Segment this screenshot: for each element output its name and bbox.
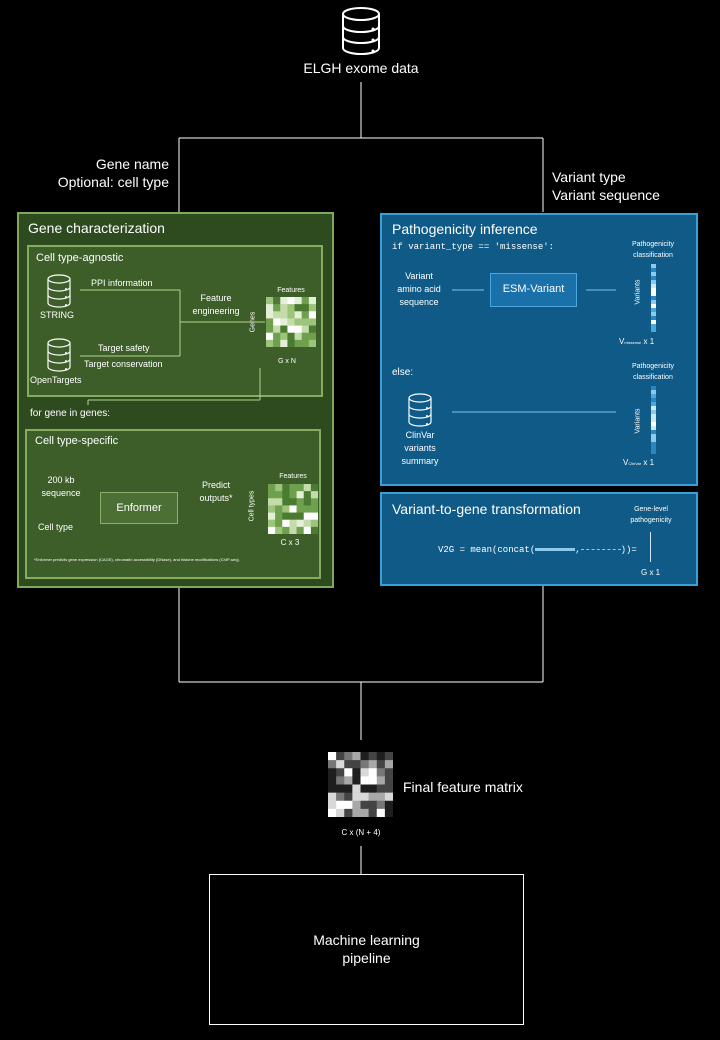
celltype-feature-matrix	[268, 484, 318, 534]
gene-level-dim: G x 1	[641, 568, 661, 577]
gene-level-vector	[650, 532, 651, 562]
v2g-formula-mid: ,	[575, 545, 581, 555]
pathogenicity-title: Pathogenicity inference	[392, 221, 538, 237]
gene-feature-matrix	[266, 297, 316, 347]
classification2-line1: Pathogenicity	[631, 363, 675, 370]
gene-characterization-title: Gene characterization	[28, 220, 165, 236]
clinvar-dim-main: V	[623, 458, 629, 467]
esm-variant-box	[490, 273, 577, 307]
v2g-formula-start: V2G = mean(concat(	[438, 545, 536, 555]
ml-pipeline-line2: pipeline	[342, 950, 391, 966]
database-icon	[340, 6, 382, 56]
predict-line1: Predict	[201, 480, 230, 490]
missense-score-vector	[651, 264, 656, 332]
features-label-agnostic: Features	[277, 287, 305, 294]
final-feature-matrix	[328, 752, 393, 817]
missense-dim-main: V	[619, 337, 625, 346]
enformer-footnote: *Enformer predicts gene expression (CAGE…	[34, 557, 240, 562]
variants2-axis-label: Variants	[634, 408, 642, 434]
string-label: STRING	[40, 310, 75, 320]
missense-vector-inline	[535, 548, 576, 552]
left-input-line1: Gene name	[95, 156, 169, 172]
loop-label: for gene in genes:	[30, 408, 111, 419]
enformer-label: Enformer	[116, 502, 162, 514]
esm-variant-label: ESM-Variant	[502, 283, 565, 295]
ppi-label: PPI information	[91, 278, 153, 288]
enformer-box	[100, 492, 178, 524]
feature-engineering-line1: Feature	[200, 293, 232, 303]
cell-type-specific-title: Cell type-specific	[35, 435, 119, 447]
ml-pipeline-line1: Machine learning	[313, 932, 420, 948]
string-database-icon	[46, 274, 72, 308]
opentargets-database-icon	[46, 338, 72, 372]
gene-level-line2: pathogenicity	[630, 517, 672, 524]
variant-to-gene-panel	[380, 492, 698, 586]
else-label: else:	[392, 367, 414, 378]
clinvar-database-icon	[407, 393, 433, 427]
v2g-title: Variant-to-gene transformation	[392, 501, 581, 517]
clinvar-line1: ClinVar	[405, 430, 435, 440]
missense-dim-sub: missense	[624, 340, 642, 345]
variants1-axis-label: Variants	[634, 279, 642, 305]
database-label: ELGH exome data	[303, 60, 419, 76]
feature-engineering-line2: engineering	[192, 306, 240, 316]
sequence-line1: 200 kb	[47, 475, 75, 485]
ml-pipeline-box	[209, 874, 524, 1025]
variant-line1: Variant	[405, 271, 433, 281]
variant-line2: amino acid	[397, 284, 441, 294]
clinvar-dim-tail: x 1	[641, 458, 655, 467]
right-input-line2: Variant sequence	[552, 187, 660, 203]
sequence-line2: sequence	[41, 488, 81, 498]
clinvar-score-vector	[651, 386, 656, 454]
missense-dim-tail: x 1	[641, 337, 655, 346]
features-label-specific: Features	[279, 473, 307, 480]
predict-line2: outputs*	[199, 493, 233, 503]
v2g-formula: V2G = mean(concat(, ))=	[438, 545, 637, 555]
pathogenicity-inference-panel	[380, 213, 698, 486]
gene-matrix-dim: G x N	[278, 358, 296, 365]
final-matrix-dim: C x (N + 4)	[341, 828, 381, 837]
cell-type-input-label: Cell type	[38, 522, 74, 532]
celltype-matrix-dim: C x 3	[280, 538, 300, 547]
missense-dim: Vmissense x 1	[619, 337, 654, 347]
left-input-line2: Optional: cell type	[57, 174, 169, 190]
clinvar-line2: variants	[404, 443, 436, 453]
clinvar-dim-sub: ClinVar	[628, 461, 642, 466]
if-missense-label: if variant_type == 'missense':	[392, 242, 555, 252]
clinvar-vector-inline	[580, 548, 621, 551]
final-matrix-label: Final feature matrix	[403, 779, 523, 795]
right-input-line1: Variant type	[552, 169, 626, 185]
classification1-line1: Pathogenicity	[631, 241, 675, 248]
variant-line3: sequence	[399, 297, 439, 307]
classification2-line2: classification	[633, 374, 673, 381]
clinvar-dim: VClinVar x 1	[623, 458, 654, 468]
v2g-formula-end: ))=	[620, 545, 637, 555]
opentargets-label: OpenTargets	[30, 375, 82, 385]
cell-type-agnostic-title: Cell type-agnostic	[36, 252, 124, 264]
target-safety-label: Target safety	[98, 343, 150, 353]
target-conservation-label: Target conservation	[84, 359, 163, 369]
gene-level-line1: Gene-level	[634, 506, 668, 513]
clinvar-line3: summary	[401, 456, 439, 466]
classification1-line2: classification	[633, 252, 673, 259]
